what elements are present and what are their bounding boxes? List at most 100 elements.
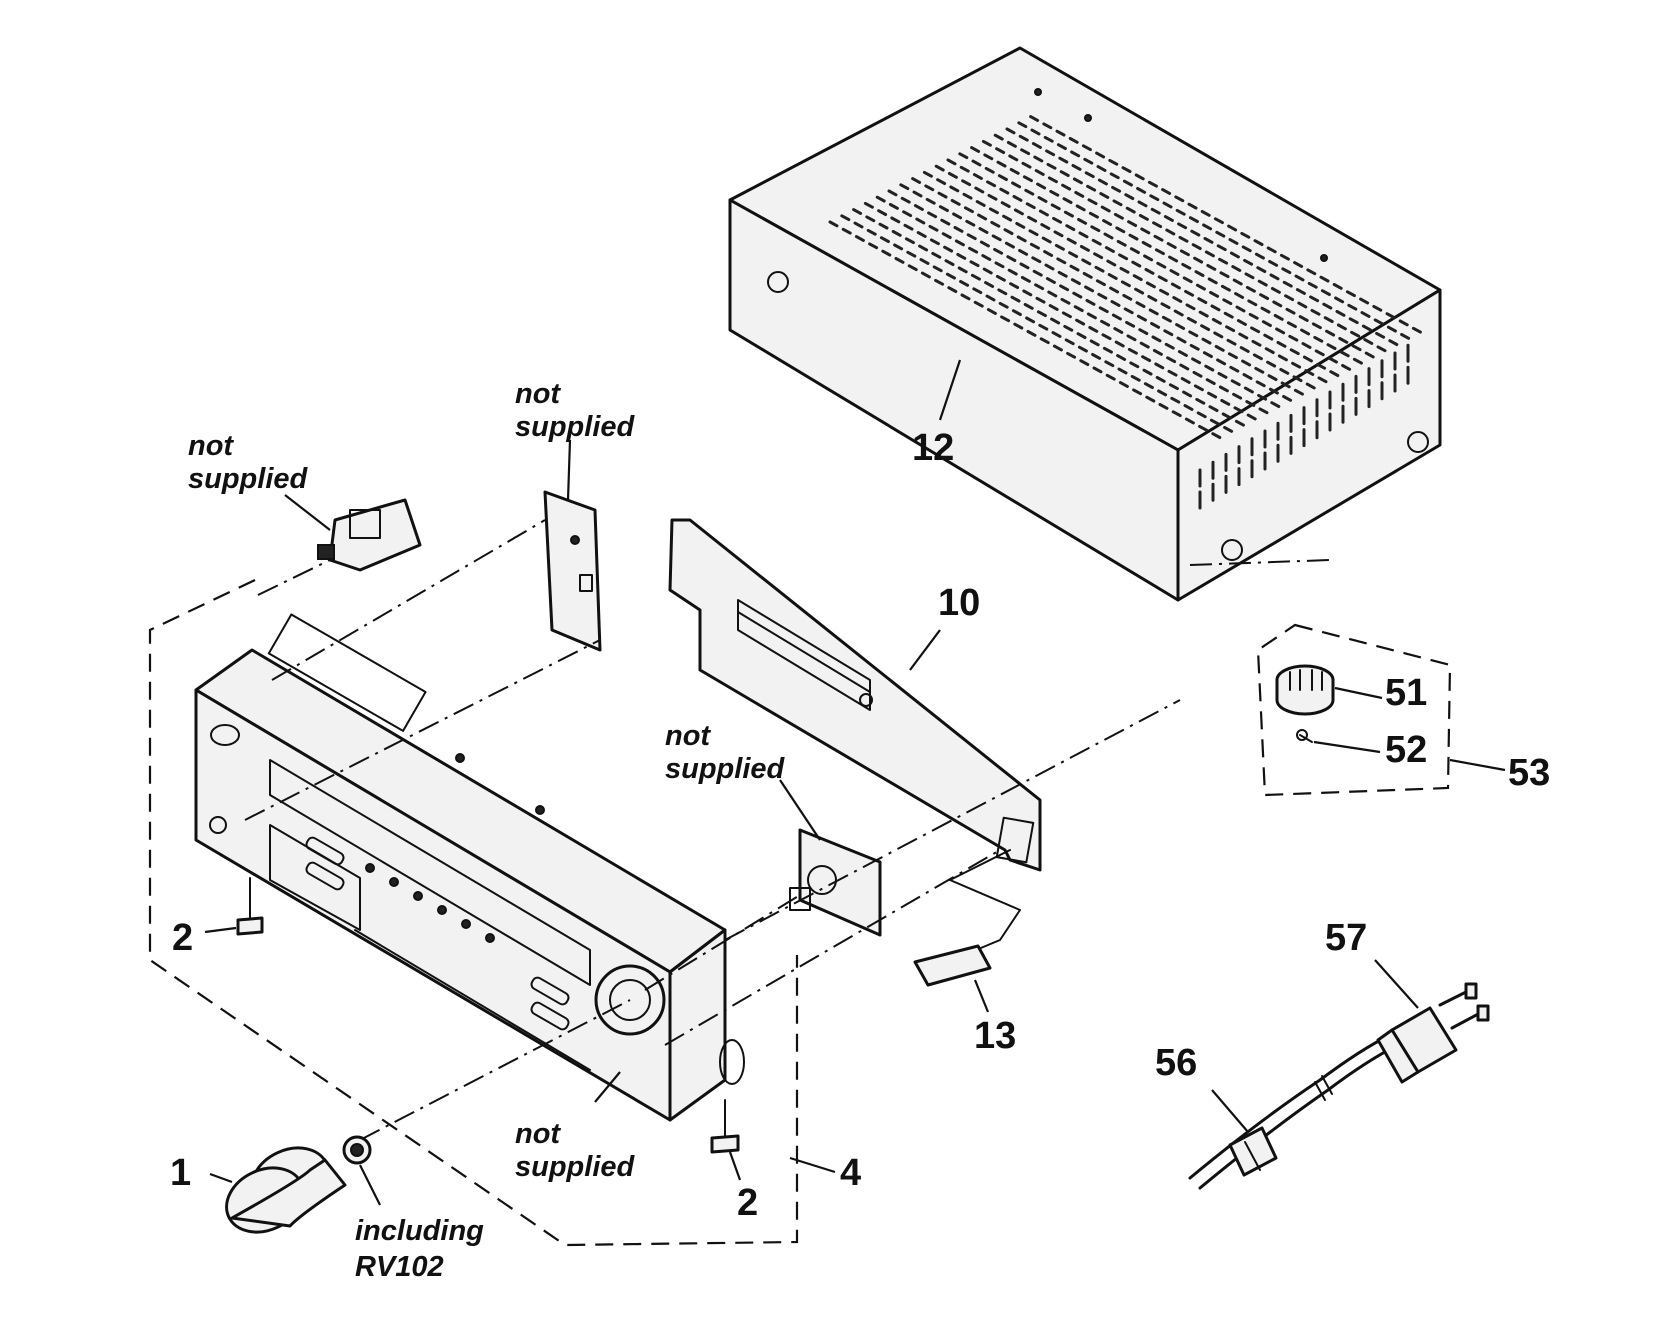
vent-hole <box>1057 270 1068 278</box>
vent-hole <box>1162 201 1173 209</box>
vent-hole <box>906 250 917 258</box>
vent-hole <box>966 233 977 241</box>
label-57: 57 <box>1325 917 1367 959</box>
vent-hole <box>1026 330 1037 337</box>
vent-hole <box>1095 151 1106 159</box>
vent-hole <box>1352 357 1363 365</box>
vent-hole <box>1266 246 1277 254</box>
vent-hole <box>1090 225 1101 233</box>
vent-hole <box>947 172 958 179</box>
note-including-line2: RV102 <box>355 1251 444 1283</box>
vent-hole <box>1173 309 1184 317</box>
vent-hole <box>1009 168 1020 175</box>
vent-hole <box>1056 143 1067 150</box>
vent-hole <box>1081 144 1092 152</box>
vent-hole <box>1058 156 1069 164</box>
vent-hole <box>1044 263 1055 271</box>
vent-hole <box>1074 191 1085 198</box>
vent-hole <box>1141 241 1152 248</box>
vent-hole <box>1214 345 1225 352</box>
label-1: 1 <box>170 1152 191 1194</box>
vent-hole <box>887 189 898 197</box>
note-not-supplied-2-line1: not <box>515 378 561 410</box>
vent-hole <box>1102 346 1113 354</box>
leader-13 <box>973 979 990 1013</box>
vent-hole <box>1293 261 1304 268</box>
leader-1 <box>209 1172 233 1184</box>
vent-hole <box>972 173 983 180</box>
panel-button <box>413 891 423 901</box>
label-52: 52 <box>1385 729 1427 771</box>
vent-hole <box>1055 129 1066 137</box>
vent-hole <box>1218 257 1229 265</box>
vent-hole <box>982 267 993 275</box>
vent-hole <box>1210 304 1221 312</box>
foot-part-2-left <box>236 877 264 936</box>
vent-hole <box>878 222 889 230</box>
vent-hole <box>1276 341 1287 348</box>
vent-hole <box>946 158 957 166</box>
vent-hole <box>983 153 994 161</box>
panel-button <box>485 933 495 943</box>
label-12: 12 <box>912 427 954 469</box>
note-not-supplied-3-line2: supplied <box>665 753 786 785</box>
top-cover-part-12 <box>728 46 1442 602</box>
front-panel <box>194 613 745 1122</box>
vent-hole <box>1003 228 1014 235</box>
vent-hole <box>1240 231 1251 239</box>
vent-hole <box>1302 355 1313 363</box>
knob-spring-part-52 <box>1296 729 1313 743</box>
vent-hole <box>1189 343 1200 351</box>
vent-hole <box>1307 281 1318 289</box>
vent-hole <box>1069 264 1080 272</box>
vent-hole <box>1254 252 1265 260</box>
vent-hole <box>1029 115 1040 122</box>
vent-hole <box>1181 262 1192 270</box>
note-not-supplied-4-line2: supplied <box>515 1151 636 1183</box>
vent-hole <box>1012 195 1023 202</box>
vent-hole <box>1291 361 1302 369</box>
vent-hole <box>1305 382 1316 390</box>
vent-hole <box>1019 262 1030 270</box>
vent-hole <box>1011 309 1022 316</box>
vent-hole <box>1140 227 1151 235</box>
vent-hole <box>1043 250 1054 257</box>
vent-hole <box>1267 374 1278 381</box>
vent-hole <box>1268 387 1279 395</box>
vent-hole <box>1028 229 1039 237</box>
vent-hole <box>1072 291 1083 299</box>
vent-hole <box>977 213 988 221</box>
vent-hole <box>1094 265 1105 273</box>
vent-hole <box>1231 265 1242 272</box>
leader-51 <box>1334 686 1383 700</box>
vent-hole <box>1101 333 1112 341</box>
vent-hole <box>1316 362 1327 370</box>
vent-hole <box>1216 358 1227 366</box>
leader-not-supplied-1 <box>284 494 331 531</box>
vent-hole <box>960 293 971 301</box>
vent-hole <box>1049 189 1060 197</box>
vent-hole <box>1100 319 1111 327</box>
vent-hole <box>1246 413 1257 421</box>
vent-hole <box>970 273 981 281</box>
vent-hole <box>1195 283 1206 291</box>
vent-hole <box>1236 319 1247 326</box>
vent-hole <box>1216 244 1227 252</box>
vent-hole <box>973 300 984 308</box>
vent-hole <box>1314 349 1325 357</box>
vent-hole <box>1322 302 1333 310</box>
vent-hole <box>1099 192 1110 199</box>
vent-hole <box>999 187 1010 195</box>
note-not-supplied-1-line1: not <box>188 430 234 462</box>
vent-hole <box>1242 373 1253 380</box>
note-not-supplied-2-line2: supplied <box>515 411 636 443</box>
vent-hole <box>1167 369 1178 377</box>
vent-hole <box>1235 305 1246 313</box>
vent-hole <box>911 177 922 184</box>
vent-hole <box>1155 376 1166 383</box>
vent-hole <box>1269 273 1280 281</box>
vent-hole <box>1239 346 1250 353</box>
vent-hole <box>912 190 923 198</box>
vent-hole <box>981 254 992 261</box>
vent-hole <box>1270 401 1281 408</box>
